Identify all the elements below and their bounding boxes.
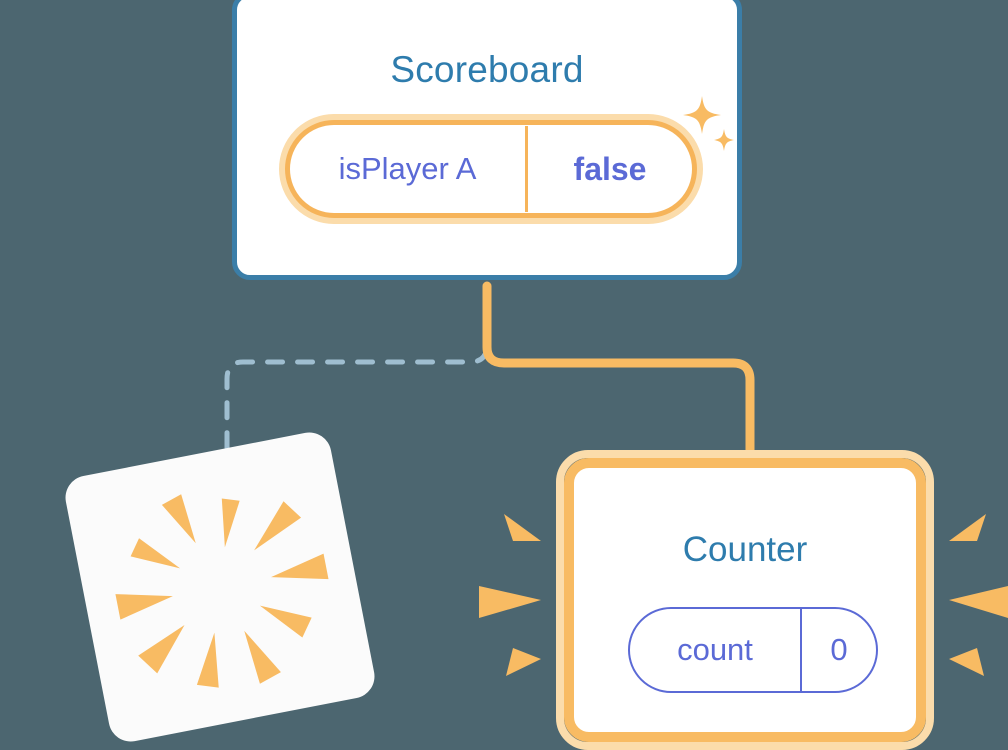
- counter-pill-divider: [800, 609, 802, 691]
- scoreboard-pill-divider: [525, 126, 528, 212]
- scoreboard-state-pill[interactable]: isPlayer A false: [279, 114, 703, 224]
- counter-pill-key: count: [677, 632, 753, 667]
- sparkle-group: [683, 96, 734, 151]
- counter-card-inner: Counter count 0: [564, 458, 926, 742]
- counter-card[interactable]: Counter count 0: [556, 450, 934, 750]
- connector-solid-to-counter: [482, 281, 755, 467]
- counter-state-pill[interactable]: count 0: [628, 607, 878, 693]
- blank-card[interactable]: [61, 428, 379, 746]
- scoreboard-card[interactable]: Scoreboard isPlayer A false: [232, 0, 742, 280]
- scoreboard-title: Scoreboard: [390, 49, 584, 90]
- scoreboard-pill-key: isPlayer A: [338, 151, 477, 186]
- sparkle-large-icon: [683, 96, 721, 134]
- counter-title: Counter: [682, 530, 808, 569]
- sparkle-small-icon: [714, 129, 734, 151]
- counter-pill-value: 0: [830, 632, 848, 667]
- scoreboard-pill-value: false: [573, 150, 647, 187]
- scoreboard-pill-glow-ring: [279, 114, 703, 224]
- sunburst-icon: [115, 494, 329, 688]
